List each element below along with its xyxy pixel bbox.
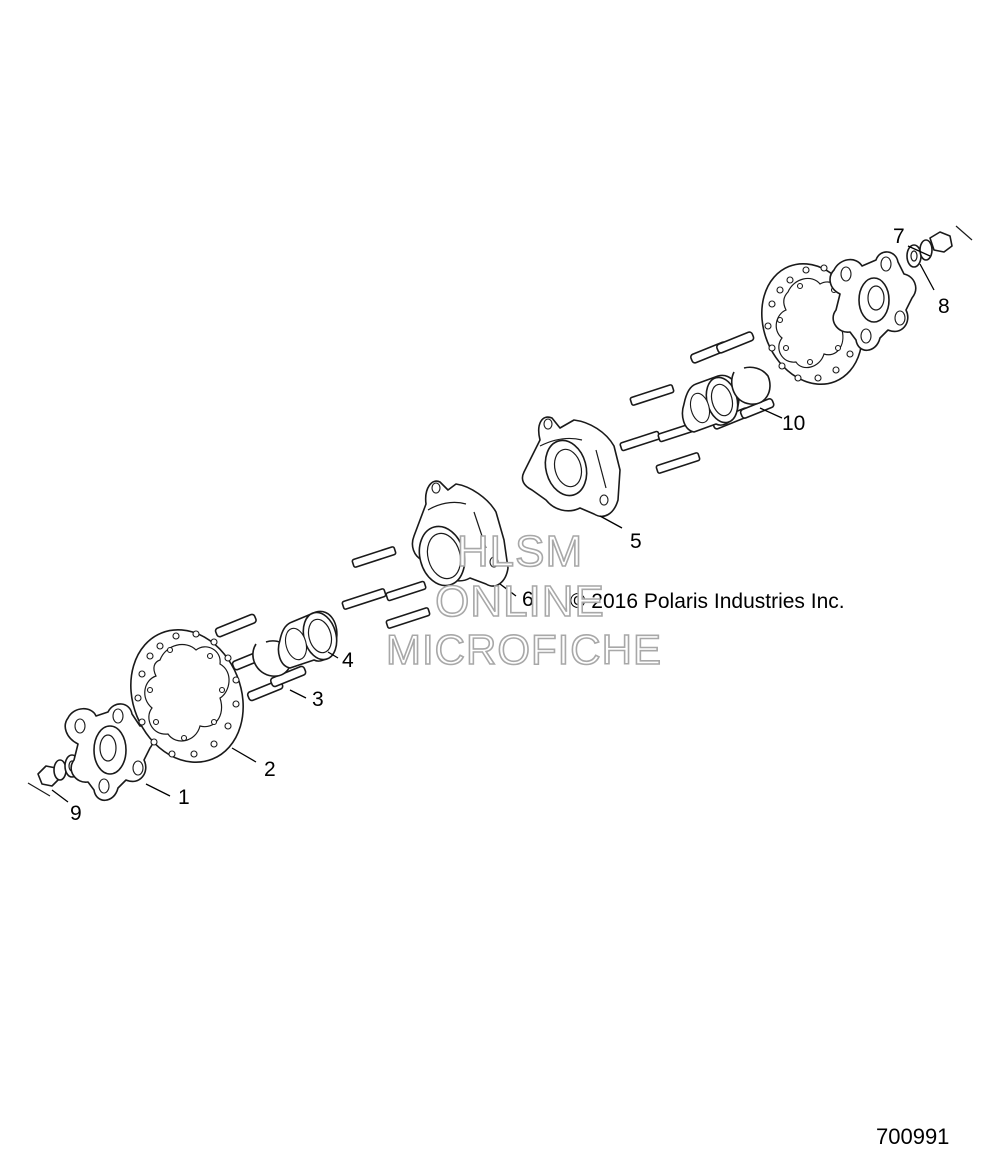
bolts-right-knuckle — [619, 384, 701, 474]
brake-disc-left — [130, 628, 244, 764]
cotter-pin-left — [27, 782, 51, 797]
snap-ring-right — [730, 366, 771, 405]
wheel-hub-left — [64, 703, 155, 802]
steering-knuckle-right — [521, 416, 621, 518]
callout-4: 4 — [342, 649, 354, 672]
steering-knuckle-left — [411, 480, 509, 587]
callout-3: 3 — [312, 688, 324, 711]
callout-9: 9 — [70, 802, 82, 825]
callout-1: 1 — [178, 786, 190, 809]
callout-7: 7 — [893, 225, 905, 248]
watermark-line-3: MICROFICHE — [386, 626, 662, 673]
copyright-notice: © 2016 Polaris Industries Inc. — [570, 590, 845, 613]
callout-8: 8 — [938, 295, 950, 318]
callout-2: 2 — [264, 758, 276, 781]
callout-5: 5 — [630, 530, 642, 553]
wheel-hub-right — [829, 251, 917, 352]
callout-6: 6 — [522, 588, 534, 611]
leader-lines — [51, 245, 935, 803]
nut-right — [906, 231, 953, 268]
wheel-bearing-left — [277, 610, 338, 669]
drawing-number: 700991 — [876, 1124, 949, 1149]
watermark-line-2: ONLINE — [435, 577, 605, 626]
cotter-pin-right — [955, 225, 973, 241]
bolts-left-knuckle — [341, 546, 431, 629]
watermark-line-1: HLSM — [457, 527, 583, 576]
callout-10: 10 — [782, 412, 805, 435]
